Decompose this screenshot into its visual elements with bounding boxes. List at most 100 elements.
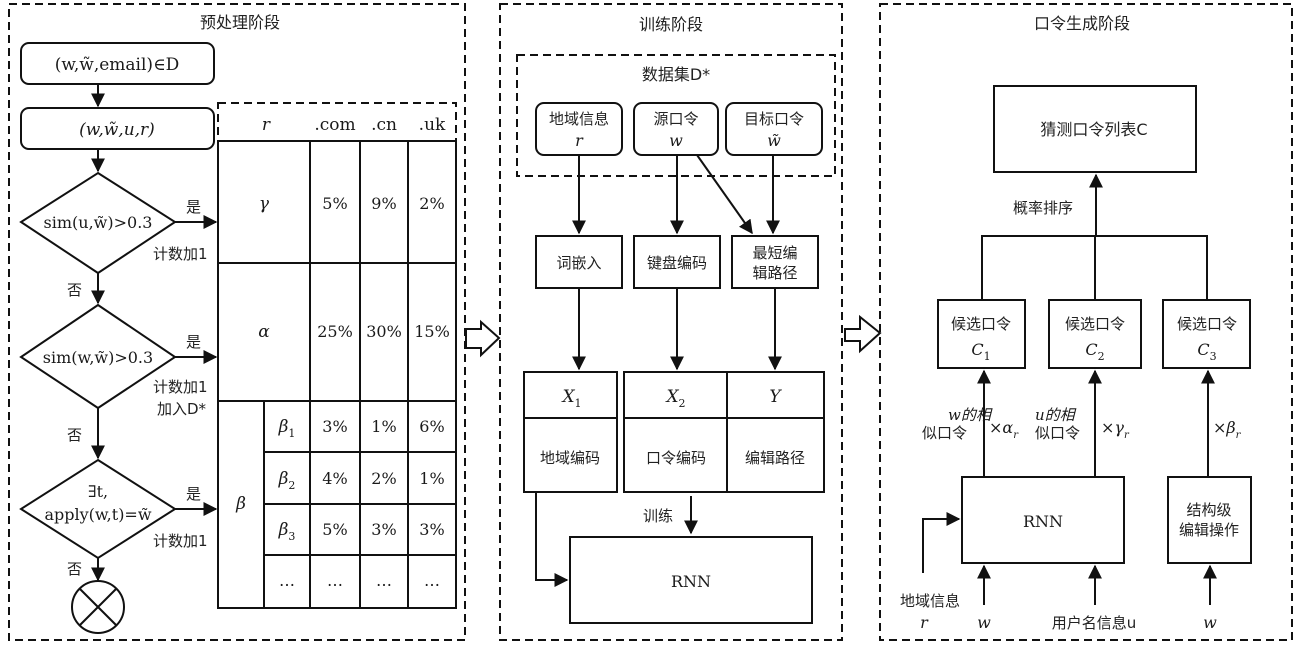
training-stage-frame [499, 3, 843, 641]
cell: 6% [419, 417, 444, 436]
decision-1-no-label: 否 [67, 281, 82, 299]
structural-edit-box [1167, 476, 1252, 564]
row-label-ellipsis: … [279, 571, 295, 590]
decision-3-yes-note: 计数加1 [153, 532, 208, 550]
bottom-input-w-symbol: w [977, 613, 991, 632]
row-label-beta3: β3 [278, 520, 296, 543]
edge-c2-factor: ×γr [1101, 418, 1130, 441]
input-source-label: 源口令 [653, 110, 698, 128]
password-edit-encoding-box [623, 371, 825, 493]
table-row: β3 5% 3% 3% [278, 520, 445, 543]
bottom-input-region-symbol: r [920, 613, 929, 632]
keyboard-encoding-label: 键盘编码 [647, 254, 707, 272]
edge-c1-factor: ×αr [989, 418, 1019, 441]
encoding-x1-symbol: X1 [560, 387, 581, 410]
training-stage: 训练阶段 数据集D* 地域信息 r 源口令 w 目标口令 w̃ 词嵌入 键盘编码… [499, 3, 843, 641]
bottom-input-w2-symbol: w [1203, 613, 1217, 632]
tuple-box-label: (w,w̃,u,r) [79, 120, 155, 140]
training-stage-title: 训练阶段 [639, 15, 703, 34]
row-label-alpha: α [258, 322, 270, 342]
table-row: β2 4% 2% 1% [278, 469, 445, 492]
cell: … [376, 571, 392, 590]
bottom-input-region-label: 地域信息 [900, 592, 960, 610]
candidate-c3-label: 候选口令 [1177, 315, 1237, 333]
input-target-symbol: w̃ [767, 131, 781, 150]
stage-transition-arrow-icon [844, 314, 882, 354]
cell: 1% [371, 417, 396, 436]
arrow [696, 154, 753, 235]
decision-2-condition: sim(w,w̃)>0.3 [43, 348, 153, 367]
candidate-c3-box [1162, 299, 1251, 369]
candidate-c1-label: 候选口令 [951, 315, 1011, 333]
row-label-beta: β [235, 494, 246, 514]
training-rnn-label: RNN [671, 572, 711, 591]
start-box [20, 42, 215, 85]
decision-3-condition-line2: apply(w,t)=w̃ [44, 505, 151, 524]
decision-2-yes-note2: 加入D* [157, 400, 207, 418]
candidate-c2-label: 候选口令 [1065, 315, 1125, 333]
train-label: 训练 [643, 507, 673, 525]
input-target-label: 目标口令 [744, 110, 804, 128]
arrow-region-to-rnn [922, 512, 961, 573]
tuple-box [20, 107, 215, 150]
input-region-symbol: r [575, 131, 584, 150]
arrow-region-to-rnn [535, 492, 569, 587]
candidate-c1-box [937, 299, 1026, 369]
word-embedding-label: 词嵌入 [556, 254, 601, 272]
table-header-com: .com [314, 115, 355, 135]
edge-c3-factor: ×βr [1213, 418, 1242, 441]
cell: … [424, 571, 440, 590]
decision-1-yes-note: 计数加1 [153, 245, 208, 263]
dataset-title: 数据集D* [642, 65, 710, 84]
edge-c2-note-line2: 似口令 [1035, 424, 1080, 442]
preprocess-stage: 预处理阶段 (w,w̃,email)∈D (w,w̃,u,r) sim(u,w̃… [8, 3, 466, 641]
guess-list-box [993, 85, 1197, 173]
cell: 15% [414, 322, 450, 341]
cell: 9% [371, 194, 396, 213]
shortest-edit-path-line2: 辑路径 [752, 264, 797, 282]
decision-3-condition-line1: ∃t, [88, 482, 108, 501]
encoding-x2-symbol: X2 [664, 387, 685, 410]
shortest-edit-path-box [731, 235, 819, 289]
region-encoding-box [523, 371, 618, 493]
preprocess-stage-frame [8, 3, 466, 641]
row-label-gamma: γ [259, 194, 270, 214]
structural-edit-line1: 结构级 [1186, 501, 1231, 519]
circle-x-icon [71, 580, 125, 634]
table-row: … … … … [279, 571, 440, 590]
training-rnn-box [569, 536, 813, 624]
candidate-c2-symbol: C2 [1085, 340, 1104, 363]
probability-table: r .com .cn .uk γ 5% 9% 2% [217, 102, 457, 609]
encoding-x1-label: 地域编码 [540, 449, 600, 467]
cell: 30% [366, 322, 402, 341]
cell: 3% [371, 520, 396, 539]
input-region-label: 地域信息 [549, 110, 609, 128]
structural-edit-line2: 编辑操作 [1179, 521, 1239, 539]
cell: 5% [322, 520, 347, 539]
edge-c2-note-line1: u的相 [1035, 406, 1077, 424]
input-source-symbol: w [669, 131, 683, 150]
generation-rnn-box [961, 476, 1125, 564]
row-label-beta2: β2 [278, 469, 296, 492]
row-label-beta1: β1 [278, 417, 296, 440]
decision-2-yes-label: 是 [186, 333, 201, 351]
table-row: β1 3% 1% 6% [278, 417, 445, 440]
decision-2-yes-note: 计数加1 [153, 378, 208, 396]
preprocess-stage-title: 预处理阶段 [200, 13, 280, 32]
encoding-x2-label: 口令编码 [646, 449, 706, 467]
bottom-input-username-label: 用户名信息u [1052, 614, 1137, 632]
cell: 1% [419, 469, 444, 488]
table-header-cn: .cn [371, 115, 397, 135]
encoding-y-label: 编辑路径 [745, 449, 805, 467]
encoding-y-symbol: Y [769, 387, 782, 407]
cell: 3% [419, 520, 444, 539]
keyboard-encoding-box [633, 235, 721, 289]
generation-stage-title: 口令生成阶段 [1034, 14, 1130, 33]
decision-3-no-label: 否 [67, 560, 82, 578]
start-box-label: (w,w̃,email)∈D [55, 55, 180, 75]
cell: 2% [419, 194, 444, 213]
generation-stage-frame [879, 3, 1293, 641]
table-header-r: r [262, 115, 271, 135]
table-header-uk: .uk [419, 115, 446, 135]
